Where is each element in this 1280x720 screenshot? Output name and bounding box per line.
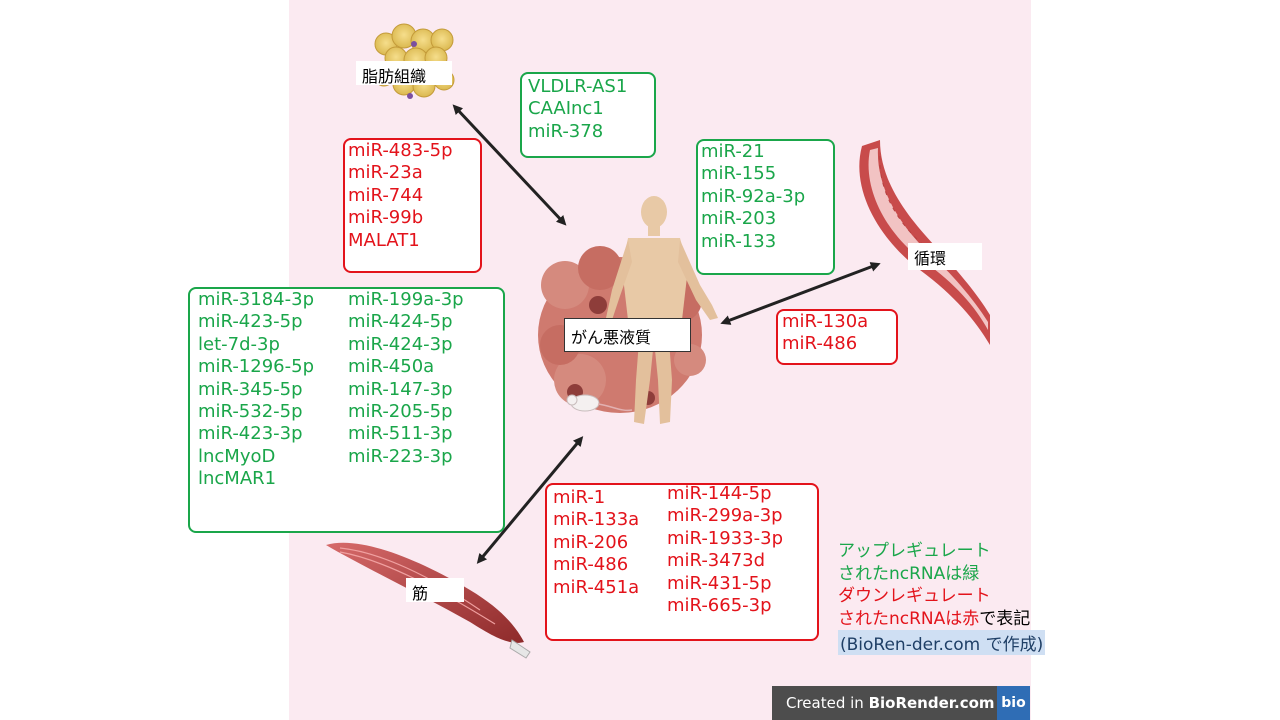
ncrna-item: miR-1296-5p (198, 356, 314, 378)
ncrna-item: miR-1 (553, 487, 606, 508)
ncrna-item: miR-206 (553, 531, 629, 553)
ncrna-item: miR-424-3p (348, 333, 453, 355)
arrow-adipose-cachexia (452, 104, 567, 226)
ncrna-item: MALAT1 (348, 229, 420, 251)
ncrna-item: let-7d-3p (198, 333, 280, 355)
biorender-credit-note: (BioRen-der.com で作成) (838, 630, 1046, 655)
ncrna-item: miR-92a-3p (701, 185, 806, 207)
legend-down-line1: ダウンレギュレート (838, 586, 991, 606)
badge-prefix: Created in (786, 694, 869, 712)
ncrna-item: miR-133a (553, 509, 640, 531)
ncrna-item: miR-144-5p (667, 483, 772, 504)
mouse-illustration (566, 394, 633, 412)
ncrna-item: miR-23a (348, 162, 423, 184)
legend-up-line1: アップレギュレート (838, 541, 991, 561)
ncrna-item: miR-205-5p (348, 401, 453, 423)
ncrna-item: miR-133 (701, 230, 777, 252)
ncrna-item: lncMAR1 (198, 468, 277, 490)
biorender-logo-icon: bio (997, 686, 1030, 720)
arrow-muscle-cachexia (476, 436, 584, 564)
legend-down-red-text: されたncRNAは赤 (838, 608, 980, 629)
ncrna-item: miR-744 (348, 184, 424, 206)
ncrna-item: miR-431-5p (667, 572, 772, 594)
ncrna-item: miR-486 (782, 333, 858, 355)
ncrna-item: miR-3184-3p (198, 289, 314, 310)
badge-brand: BioRender.com (868, 694, 995, 712)
legend-down-line2: されたncRNAは赤で表記 (838, 608, 1030, 631)
ncrna-item: miR-3473d (667, 550, 766, 572)
cachexia-label: がん悪液質 (564, 318, 691, 352)
ncrna-item: miR-486 (553, 554, 629, 576)
ncrna-item: miR-147-3p (348, 378, 453, 400)
biorender-badge[interactable]: Created in BioRender.com bio (772, 686, 1030, 720)
ncrna-item: miR-423-3p (198, 423, 303, 445)
ncrna-item: miR-299a-3p (667, 505, 783, 527)
ncrna-item: CAAInc1 (528, 98, 604, 120)
ncrna-item: miR-424-5p (348, 311, 453, 333)
biorender-badge-text: Created in BioRender.com (772, 694, 997, 712)
ncrna-item: VLDLR-AS1 (528, 76, 628, 97)
ncrna-item: miR-345-5p (198, 378, 303, 400)
ncrna-item: miR-451a (553, 576, 640, 598)
ncrna-item: miR-423-5p (198, 311, 303, 333)
legend-down-black-text: で表記 (979, 608, 1031, 629)
ncrna-item: miR-378 (528, 120, 604, 142)
ncrna-item: lncMyoD (198, 445, 276, 467)
legend: アップレギュレート されたncRNAは緑 ダウンレギュレート されたncRNAは… (838, 540, 1030, 630)
ncrna-item: miR-99b (348, 207, 424, 229)
ncrna-item: miR-1933-3p (667, 527, 783, 549)
muscle-label: 筋 (406, 578, 464, 603)
ncrna-item: miR-21 (701, 141, 765, 162)
ncrna-item: miR-532-5p (198, 401, 303, 423)
arrow-circulation-cachexia (720, 262, 881, 325)
ncrna-item: miR-203 (701, 208, 777, 230)
ncrna-item: miR-223-3p (348, 445, 453, 467)
ncrna-item: miR-483-5p (348, 140, 453, 161)
adipose-label: 脂肪組織 (356, 61, 452, 86)
ncrna-item: miR-130a (782, 311, 869, 332)
human-figure-illustration (606, 196, 718, 424)
circulation-label: 循環 (908, 243, 982, 270)
legend-up-line2: されたncRNAは緑 (838, 563, 980, 584)
ncrna-item: miR-199a-3p (348, 289, 464, 310)
ncrna-item: miR-511-3p (348, 423, 453, 445)
ncrna-item: miR-665-3p (667, 595, 772, 617)
ncrna-item: miR-450a (348, 356, 435, 378)
ncrna-item: miR-155 (701, 163, 777, 185)
